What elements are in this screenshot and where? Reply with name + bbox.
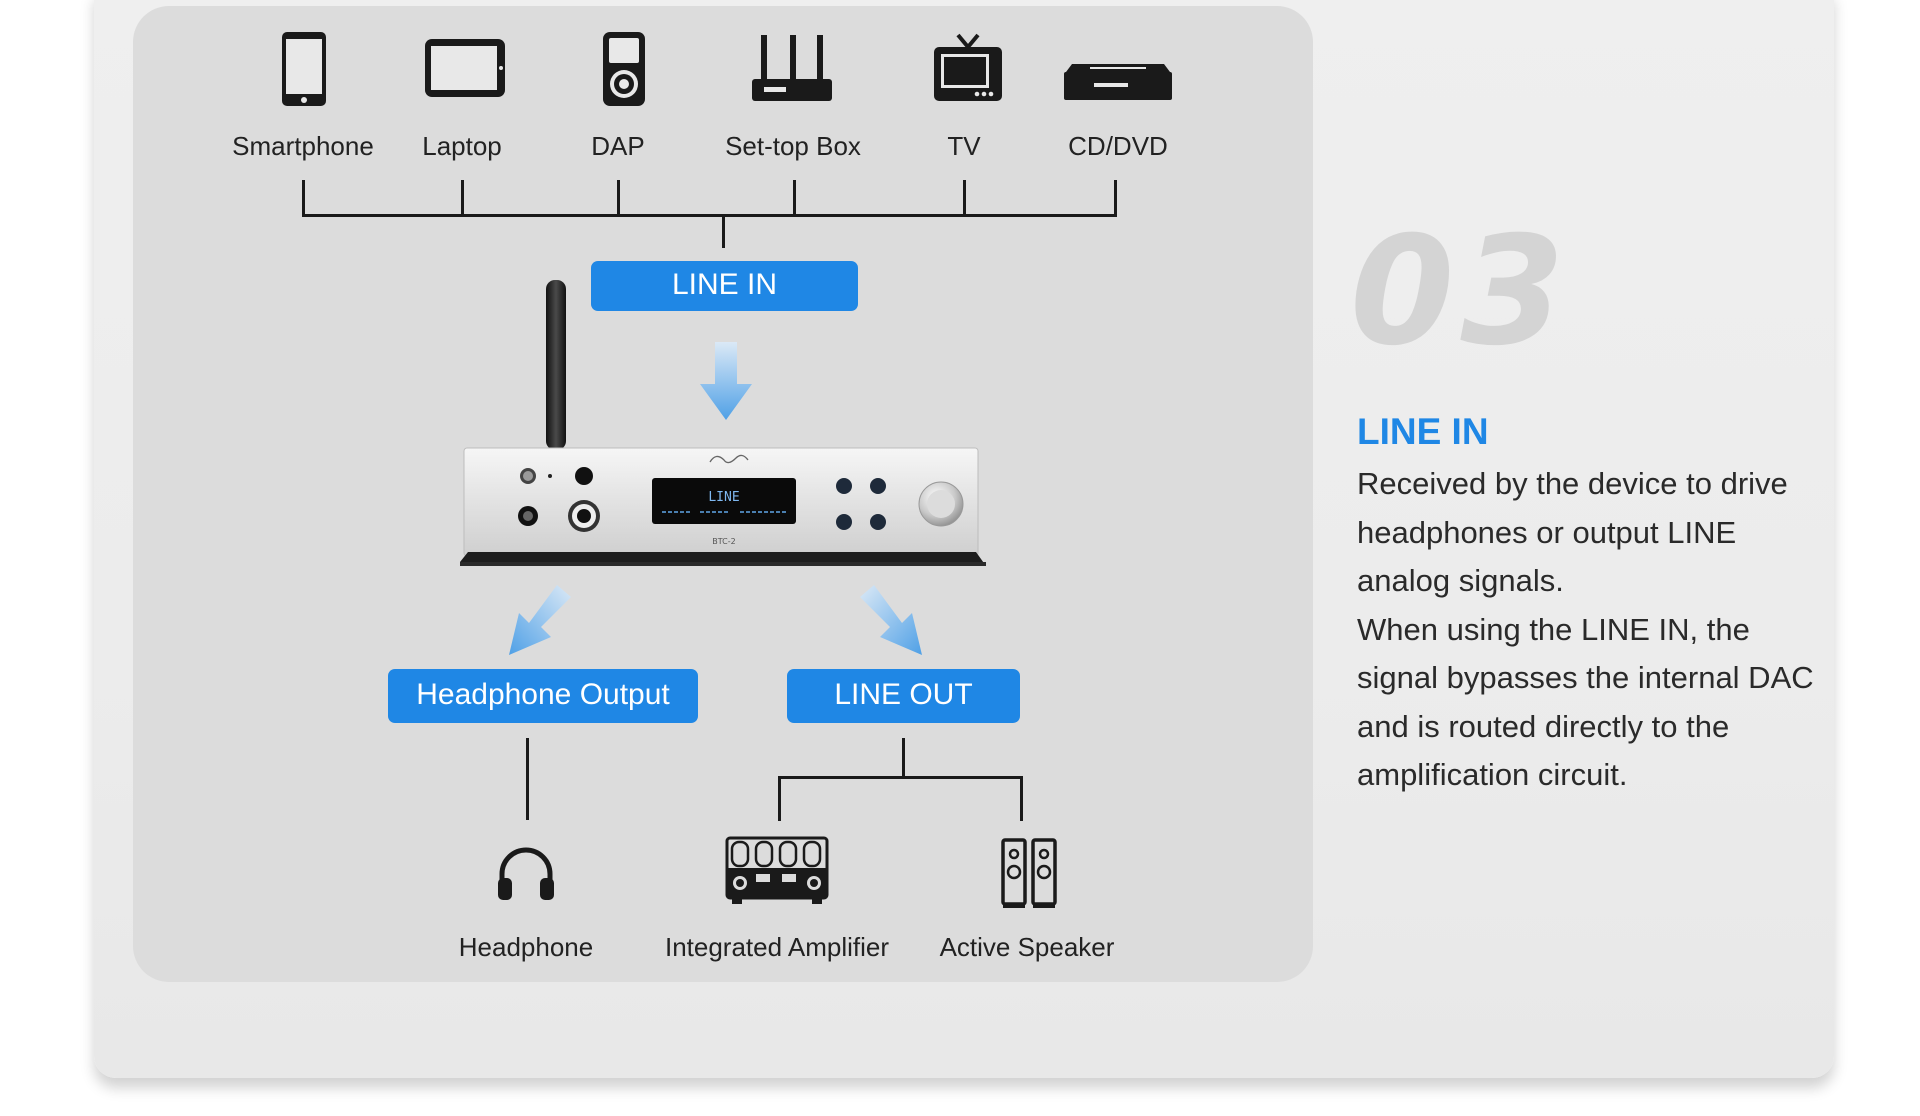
tube-amplifier-icon <box>724 836 830 908</box>
line-out-trunk-wire <box>902 738 905 778</box>
output-arrow-left-icon <box>505 585 571 657</box>
source-wire-smartphone <box>302 180 305 217</box>
source-label-tv: TV <box>947 131 981 161</box>
dest-label-integrated-amplifier: Integrated Amplifier <box>664 932 889 962</box>
section-title: LINE IN <box>1357 411 1489 452</box>
source-trunk-line <box>722 214 725 248</box>
cd-dvd-player-icon <box>1062 62 1174 102</box>
btc2-device: LINE BTC-2 <box>460 276 1000 572</box>
svg-text:LINE: LINE <box>708 490 739 505</box>
dest-label-headphone: Headphone <box>458 932 594 962</box>
headphones-icon <box>496 846 556 902</box>
source-wire-set-top-box <box>793 180 796 217</box>
description-paragraph: When using the LINE IN, the signal bypas… <box>1357 611 1814 793</box>
source-label-laptop: Laptop <box>422 131 502 161</box>
headphone-wire <box>526 738 529 820</box>
source-wire-laptop <box>461 180 464 217</box>
dap-player-icon <box>601 30 647 108</box>
smartphone-icon <box>280 30 328 108</box>
output-arrow-right-icon <box>860 585 926 657</box>
source-label-smartphone: Smartphone <box>232 131 374 161</box>
speakers-icon <box>1001 838 1057 910</box>
step-number: 03 <box>1350 205 1571 379</box>
source-bus-line <box>302 214 1117 217</box>
amplifier-wire <box>778 776 781 821</box>
description: Received by the device to drive headphon… <box>1357 460 1837 800</box>
input-arrow-icon <box>698 342 754 422</box>
set-top-box-icon <box>750 33 834 105</box>
line-out-bus-wire <box>778 776 1023 779</box>
description-paragraph: Received by the device to drive headphon… <box>1357 466 1788 598</box>
source-label-dap: DAP <box>591 131 645 161</box>
source-label-set-top-box: Set-top Box <box>725 131 861 161</box>
source-label-cd-dvd: CD/DVD <box>1068 131 1168 161</box>
tv-icon <box>932 33 1004 105</box>
dest-label-active-speaker: Active Speaker <box>939 932 1115 962</box>
laptop-icon <box>424 38 506 98</box>
speaker-wire <box>1020 776 1023 821</box>
source-wire-tv <box>963 180 966 217</box>
line-out-tag: LINE OUT <box>787 669 1020 723</box>
svg-text:BTC-2: BTC-2 <box>712 537 735 546</box>
headphone-output-tag: Headphone Output <box>388 669 698 723</box>
source-wire-dap <box>617 180 620 217</box>
line-in-tag: LINE IN <box>591 261 858 311</box>
source-wire-cd-dvd <box>1114 180 1117 217</box>
